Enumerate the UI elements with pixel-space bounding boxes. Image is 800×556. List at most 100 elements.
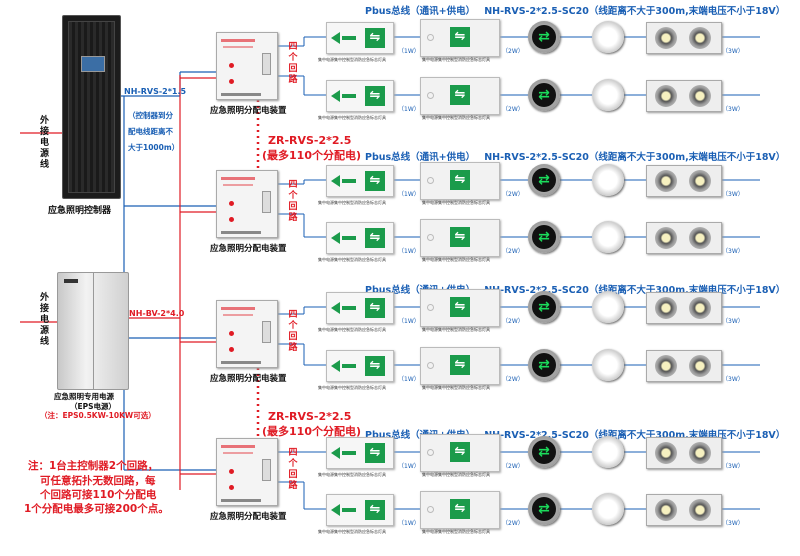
exit-sign-light: ⇋: [420, 491, 500, 529]
trunk-cable-label-2: ZR-RVS-2*2.5: [268, 410, 352, 423]
four-loops-label: 四个回路: [288, 42, 298, 85]
note-line-1: 注：1台主控制器2个回路，: [28, 460, 159, 472]
exit-power-label: （2W）: [502, 48, 524, 55]
sign-caption: 集中电源集中控制型消防应急标志灯具: [318, 327, 386, 332]
floor-direction-light: ⇄: [528, 436, 560, 468]
distribution-box-caption: 应急照明分配电装置: [210, 106, 287, 116]
eps-note: （注：EPS0.5KW-10KW可选）: [40, 411, 156, 420]
lamp-power-label: （3W）: [722, 520, 744, 527]
downlight: [592, 436, 624, 468]
floor-direction-light: ⇄: [528, 221, 560, 253]
floor-direction-light: ⇄: [528, 291, 560, 323]
trunk-capacity-label-2: (最多110个分配电): [262, 425, 362, 438]
eps-caption: 应急照明专用电源: [54, 392, 114, 401]
eps-power-supply: [57, 272, 129, 390]
twin-head-emergency-light: [646, 165, 722, 197]
controller-distance-note: （控制器到分配电线距离不大于1000m）: [128, 111, 180, 152]
note-line-3: 个回路可接110个分配电: [40, 489, 157, 501]
distribution-box: [216, 300, 278, 368]
exit-caption: 集中电源集中控制型消防应急标志灯具: [422, 115, 490, 120]
sign-caption: 集中电源集中控制型消防应急标志灯具: [318, 472, 386, 477]
bus-label-1: Pbus总线（通讯+供电） NH-RVS-2*2.5-SC20（线距离不大于30…: [365, 6, 786, 17]
sign-caption: 集中电源集中控制型消防应急标志灯具: [318, 200, 386, 205]
sign-power-label: （1W）: [398, 318, 420, 325]
distribution-box-caption: 应急照明分配电装置: [210, 244, 287, 254]
eps-power-in-label: 外接电源线: [40, 293, 50, 347]
exit-sign-light: ⇋: [420, 19, 500, 57]
exit-power-label: （2W）: [502, 463, 524, 470]
downlight: [592, 164, 624, 196]
sign-power-label: （1W）: [398, 520, 420, 527]
trunk-capacity-label-1: (最多110个分配电): [262, 149, 362, 162]
exit-sign-light: ⇋: [420, 434, 500, 472]
twin-head-emergency-light: [646, 350, 722, 382]
twin-head-emergency-light: [646, 222, 722, 254]
four-loops-label: 四个回路: [288, 448, 298, 491]
exit-sign-light: ⇋: [420, 347, 500, 385]
direction-sign-light: ⇋: [326, 22, 394, 54]
distribution-box-caption: 应急照明分配电装置: [210, 374, 287, 384]
controller-caption: 应急照明控制器: [48, 206, 112, 216]
twin-head-emergency-light: [646, 22, 722, 54]
lamp-power-label: （3W）: [722, 191, 744, 198]
controller-power-in-label: 外接电源线: [40, 116, 50, 170]
distribution-box-caption: 应急照明分配电装置: [210, 512, 287, 522]
exit-sign-light: ⇋: [420, 219, 500, 257]
exit-caption: 集中电源集中控制型消防应急标志灯具: [422, 57, 490, 62]
note-line-2: 可任意拓扑无数回路，每: [40, 475, 156, 487]
trunk-cable-label-1: ZR-RVS-2*2.5: [268, 134, 352, 147]
sign-power-label: （1W）: [398, 191, 420, 198]
direction-sign-light: ⇋: [326, 165, 394, 197]
downlight: [592, 21, 624, 53]
lamp-power-label: （3W）: [722, 376, 744, 383]
sign-power-label: （1W）: [398, 106, 420, 113]
bus-label-2: Pbus总线（通讯+供电） NH-RVS-2*2.5-SC20（线距离不大于30…: [365, 152, 786, 163]
sign-caption: 集中电源集中控制型消防应急标志灯具: [318, 57, 386, 62]
downlight: [592, 79, 624, 111]
exit-caption: 集中电源集中控制型消防应急标志灯具: [422, 200, 490, 205]
exit-caption: 集中电源集中控制型消防应急标志灯具: [422, 327, 490, 332]
eps-caption-2: （EPS电源）: [70, 402, 117, 411]
controller-cable-label: NH-RVS-2*1.5: [124, 87, 187, 96]
exit-sign-light: ⇋: [420, 289, 500, 327]
exit-power-label: （2W）: [502, 248, 524, 255]
twin-head-emergency-light: [646, 80, 722, 112]
exit-caption: 集中电源集中控制型消防应急标志灯具: [422, 529, 490, 534]
lamp-power-label: （3W）: [722, 48, 744, 55]
direction-sign-light: ⇋: [326, 222, 394, 254]
sign-caption: 集中电源集中控制型消防应急标志灯具: [318, 529, 386, 534]
floor-direction-light: ⇄: [528, 79, 560, 111]
exit-caption: 集中电源集中控制型消防应急标志灯具: [422, 257, 490, 262]
exit-sign-light: ⇋: [420, 162, 500, 200]
sign-power-label: （1W）: [398, 463, 420, 470]
floor-direction-light: ⇄: [528, 21, 560, 53]
sign-power-label: （1W）: [398, 248, 420, 255]
exit-power-label: （2W）: [502, 191, 524, 198]
lamp-power-label: （3W）: [722, 318, 744, 325]
note-line-4: 1个分配电最多可接200个点。: [24, 503, 169, 515]
four-loops-label: 四个回路: [288, 310, 298, 353]
distribution-box: [216, 32, 278, 100]
direction-sign-light: ⇋: [326, 292, 394, 324]
exit-power-label: （2W）: [502, 318, 524, 325]
lamp-power-label: （3W）: [722, 106, 744, 113]
twin-head-emergency-light: [646, 437, 722, 469]
sign-caption: 集中电源集中控制型消防应急标志灯具: [318, 385, 386, 390]
emergency-lighting-controller: [62, 15, 121, 199]
exit-sign-light: ⇋: [420, 77, 500, 115]
sign-caption: 集中电源集中控制型消防应急标志灯具: [318, 257, 386, 262]
direction-sign-light: ⇋: [326, 437, 394, 469]
lamp-power-label: （3W）: [722, 463, 744, 470]
exit-power-label: （2W）: [502, 106, 524, 113]
floor-direction-light: ⇄: [528, 349, 560, 381]
exit-caption: 集中电源集中控制型消防应急标志灯具: [422, 472, 490, 477]
downlight: [592, 493, 624, 525]
sign-power-label: （1W）: [398, 48, 420, 55]
downlight: [592, 221, 624, 253]
exit-caption: 集中电源集中控制型消防应急标志灯具: [422, 385, 490, 390]
direction-sign-light: ⇋: [326, 80, 394, 112]
twin-head-emergency-light: [646, 292, 722, 324]
downlight: [592, 291, 624, 323]
eps-cable-label: NH-BV-2*4.0: [129, 309, 185, 318]
lamp-power-label: （3W）: [722, 248, 744, 255]
